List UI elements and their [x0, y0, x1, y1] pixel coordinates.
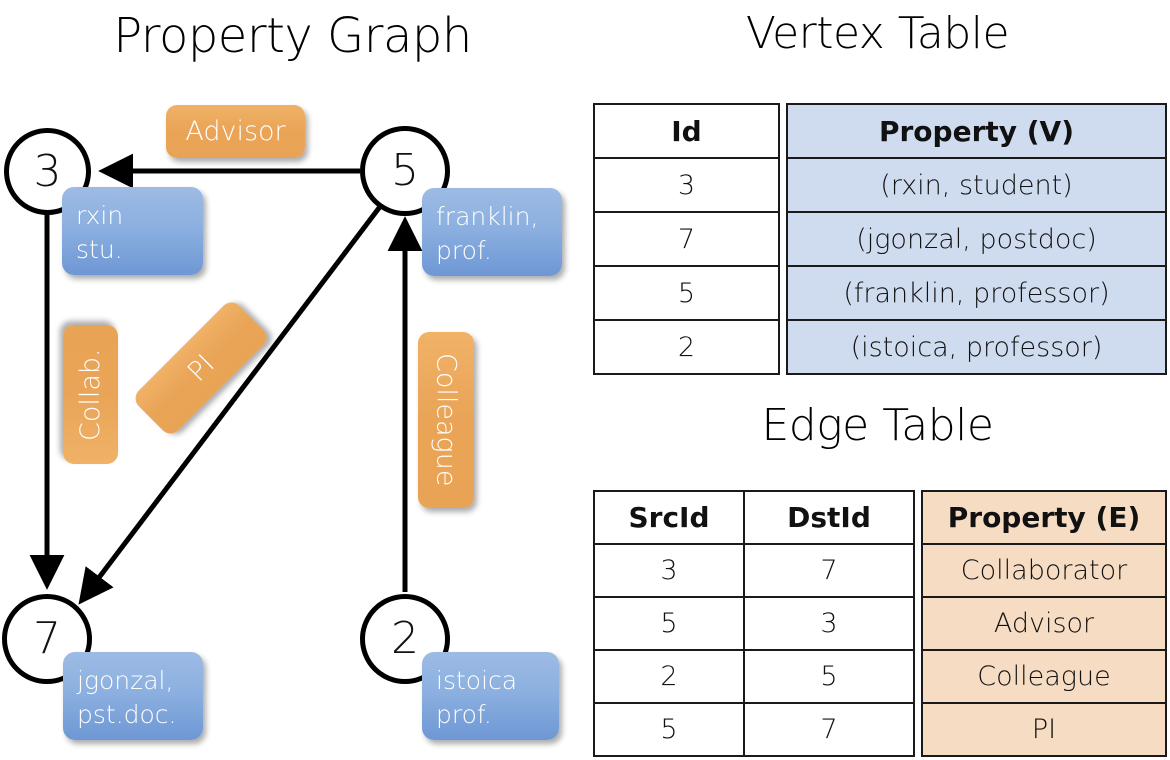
table-row[interactable]: 5 (franklin, professor) — [593, 265, 1167, 321]
vertex-cell-property: (franklin, professor) — [786, 265, 1167, 321]
table-header-row: SrcId DstId Property (E) — [593, 490, 1167, 545]
edge-cell-srcid: 5 — [593, 702, 745, 757]
node-property-box-rxin[interactable]: rxin stu. — [62, 187, 203, 275]
vertex-col-header-property: Property (V) — [786, 103, 1167, 159]
table-row[interactable]: 5 7 PI — [593, 702, 1167, 757]
edge-cell-property: Colleague — [921, 649, 1167, 704]
graph-node-7-label: 7 — [33, 613, 61, 664]
edge-cell-dstid: 7 — [743, 543, 915, 598]
edge-cell-dstid: 5 — [743, 649, 915, 704]
column-spacer — [914, 703, 922, 756]
table-row[interactable]: 5 3 Advisor — [593, 596, 1167, 651]
edge-cell-dstid: 7 — [743, 702, 915, 757]
edge-col-header-property: Property (E) — [921, 490, 1167, 545]
vertex-cell-id: 2 — [593, 319, 780, 375]
column-spacer — [914, 491, 922, 544]
graph-node-5[interactable]: 5 — [360, 126, 450, 216]
page-title-vertex-table: Vertex Table — [745, 8, 1010, 59]
edge-cell-property: PI — [921, 702, 1167, 757]
vertex-cell-id: 5 — [593, 265, 780, 321]
node-property-line-2: prof. — [436, 235, 492, 265]
node-property-line-1: franklin, — [436, 202, 539, 231]
edge-table: SrcId DstId Property (E) 3 7 Collaborato… — [593, 490, 1167, 757]
vertex-col-header-id: Id — [593, 103, 780, 159]
node-property-line-2: prof. — [436, 699, 492, 729]
column-spacer — [914, 650, 922, 703]
edge-col-header-srcid: SrcId — [593, 490, 745, 545]
graph-node-5-label: 5 — [391, 145, 419, 196]
edge-col-header-dstid: DstId — [743, 490, 915, 545]
graph-node-2[interactable]: 2 — [360, 594, 450, 684]
node-property-box-istoica[interactable]: istoica prof. — [422, 652, 559, 740]
column-spacer — [779, 104, 787, 158]
vertex-cell-id: 3 — [593, 157, 780, 213]
column-spacer — [779, 158, 787, 212]
page-title-edge-table: Edge Table — [761, 400, 994, 451]
edge-label-colleague[interactable]: Colleague — [418, 332, 474, 508]
graph-edges-svg — [29, 153, 423, 605]
vertex-cell-id: 7 — [593, 211, 780, 267]
table-row[interactable]: 3 (rxin, student) — [593, 157, 1167, 213]
node-property-box-franklin[interactable]: franklin, prof. — [422, 188, 562, 276]
edge-label-collaborator[interactable]: Collab. — [63, 325, 118, 464]
column-spacer — [914, 544, 922, 597]
edge-cell-property: Collaborator — [921, 543, 1167, 598]
node-property-line-1: rxin — [76, 201, 124, 230]
edge-cell-srcid: 2 — [593, 649, 745, 704]
graph-node-3-label: 3 — [33, 145, 62, 197]
edge-cell-srcid: 3 — [593, 543, 745, 598]
edge-5-to-7 — [78, 202, 384, 605]
table-row[interactable]: 7 (jgonzal, postdoc) — [593, 211, 1167, 267]
column-spacer — [779, 212, 787, 266]
page-title-property-graph: Property Graph — [113, 8, 472, 64]
edge-cell-dstid: 3 — [743, 596, 915, 651]
vertex-cell-property: (jgonzal, postdoc) — [786, 211, 1167, 267]
node-property-line-1: jgonzal, — [77, 666, 174, 695]
table-row[interactable]: 2 5 Colleague — [593, 649, 1167, 704]
table-row[interactable]: 2 (istoica, professor) — [593, 319, 1167, 375]
node-property-line-2: pst.doc. — [77, 699, 177, 729]
node-property-box-jgonzal[interactable]: jgonzal, pst.doc. — [63, 652, 203, 740]
property-graph-diagram: 3 5 7 2 rxin stu. franklin, prof. jgonza… — [2, 105, 562, 740]
vertex-table: Id Property (V) 3 (rxin, student) 7 (jgo… — [593, 103, 1167, 375]
column-spacer — [779, 266, 787, 320]
vertex-cell-property: (rxin, student) — [786, 157, 1167, 213]
node-property-line-2: stu. — [76, 234, 123, 264]
edge-cell-property: Advisor — [921, 596, 1167, 651]
column-spacer — [914, 597, 922, 650]
graph-node-2-label: 2 — [391, 613, 419, 664]
column-spacer — [779, 320, 787, 374]
edge-cell-srcid: 5 — [593, 596, 745, 651]
table-header-row: Id Property (V) — [593, 103, 1167, 159]
table-row[interactable]: 3 7 Collaborator — [593, 543, 1167, 598]
edge-label-advisor[interactable]: Advisor — [166, 105, 305, 158]
node-property-line-1: istoica — [436, 666, 518, 695]
vertex-cell-property: (istoica, professor) — [786, 319, 1167, 375]
